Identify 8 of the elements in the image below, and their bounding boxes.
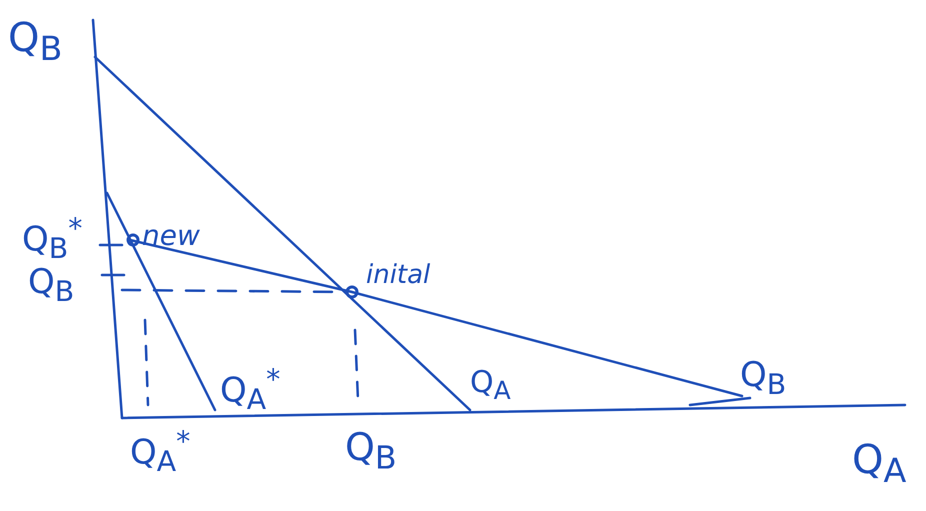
axis-label: Q$_{A}$	[852, 440, 906, 488]
axis-label: Q$_{B}$	[8, 18, 62, 66]
axis-label: Q$_{B}$	[345, 428, 397, 476]
curve-label: Q$_{A}$	[470, 368, 511, 403]
point-label: inital	[366, 262, 430, 288]
curve-label: Q$_{B}$	[740, 358, 786, 400]
axis-label: Q$_{B}$	[28, 265, 74, 306]
point-label: new	[142, 222, 200, 250]
